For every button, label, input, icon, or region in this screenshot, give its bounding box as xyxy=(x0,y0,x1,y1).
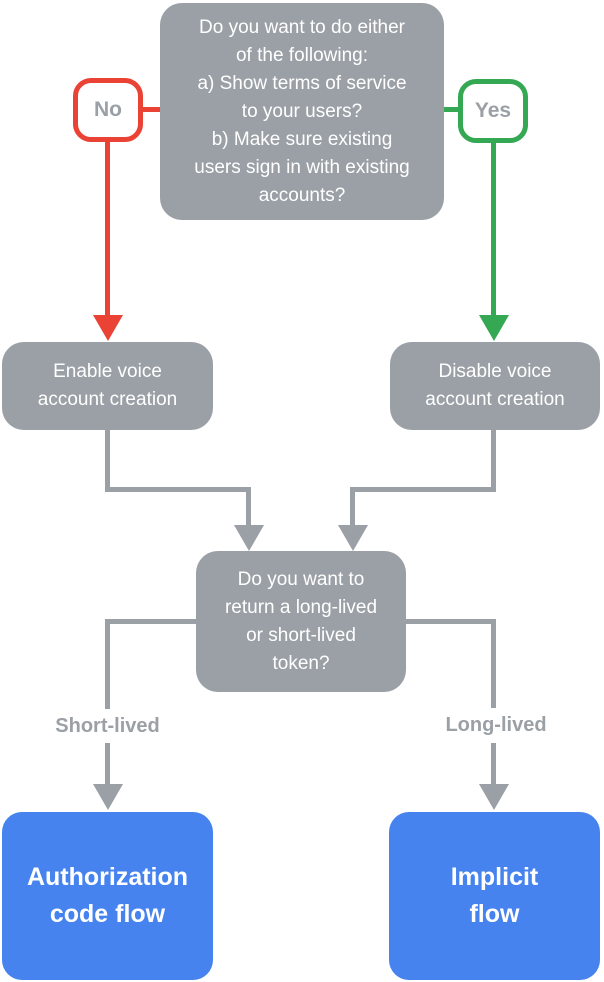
node-enable-voice-account-creation: Enable voice account creation xyxy=(2,342,213,430)
edge-enable-to-token-v1 xyxy=(105,430,110,492)
edge-enable-to-token-arrowhead-icon xyxy=(234,525,264,551)
edge-no-arrowhead-icon xyxy=(93,315,123,341)
badge-no: No xyxy=(73,78,143,142)
node-token-question: Do you want to return a long-lived or sh… xyxy=(196,551,406,692)
edge-enable-to-token-v2 xyxy=(246,487,251,528)
edge-disable-to-token-v2 xyxy=(350,487,355,528)
badge-yes: Yes xyxy=(458,79,528,143)
edge-no-vertical xyxy=(105,140,110,317)
edge-disable-to-token-v1 xyxy=(491,430,496,492)
edge-enable-to-token-h xyxy=(105,487,251,492)
edge-long-lived-v xyxy=(491,619,496,787)
node-disable-voice-account-creation: Disable voice account creation xyxy=(390,342,600,430)
edge-disable-to-token-arrowhead-icon xyxy=(338,525,368,551)
edge-no-horizontal xyxy=(143,107,161,112)
node-implicit-flow: Implicit flow xyxy=(389,812,600,980)
edge-yes-arrowhead-icon xyxy=(479,315,509,341)
label-short-lived: Short-lived xyxy=(23,709,192,743)
edge-yes-vertical xyxy=(491,140,496,317)
node-authorization-code-flow: Authorization code flow xyxy=(2,812,213,980)
edge-short-lived-arrowhead-icon xyxy=(93,784,123,810)
edge-disable-to-token-h xyxy=(350,487,496,492)
label-long-lived: Long-lived xyxy=(410,708,582,743)
node-top-question: Do you want to do either of the followin… xyxy=(160,3,444,220)
edge-short-lived-h xyxy=(105,619,196,624)
edge-yes-horizontal xyxy=(443,107,463,112)
edge-long-lived-h xyxy=(406,619,496,624)
edge-long-lived-arrowhead-icon xyxy=(479,784,509,810)
edge-short-lived-v xyxy=(105,619,110,787)
